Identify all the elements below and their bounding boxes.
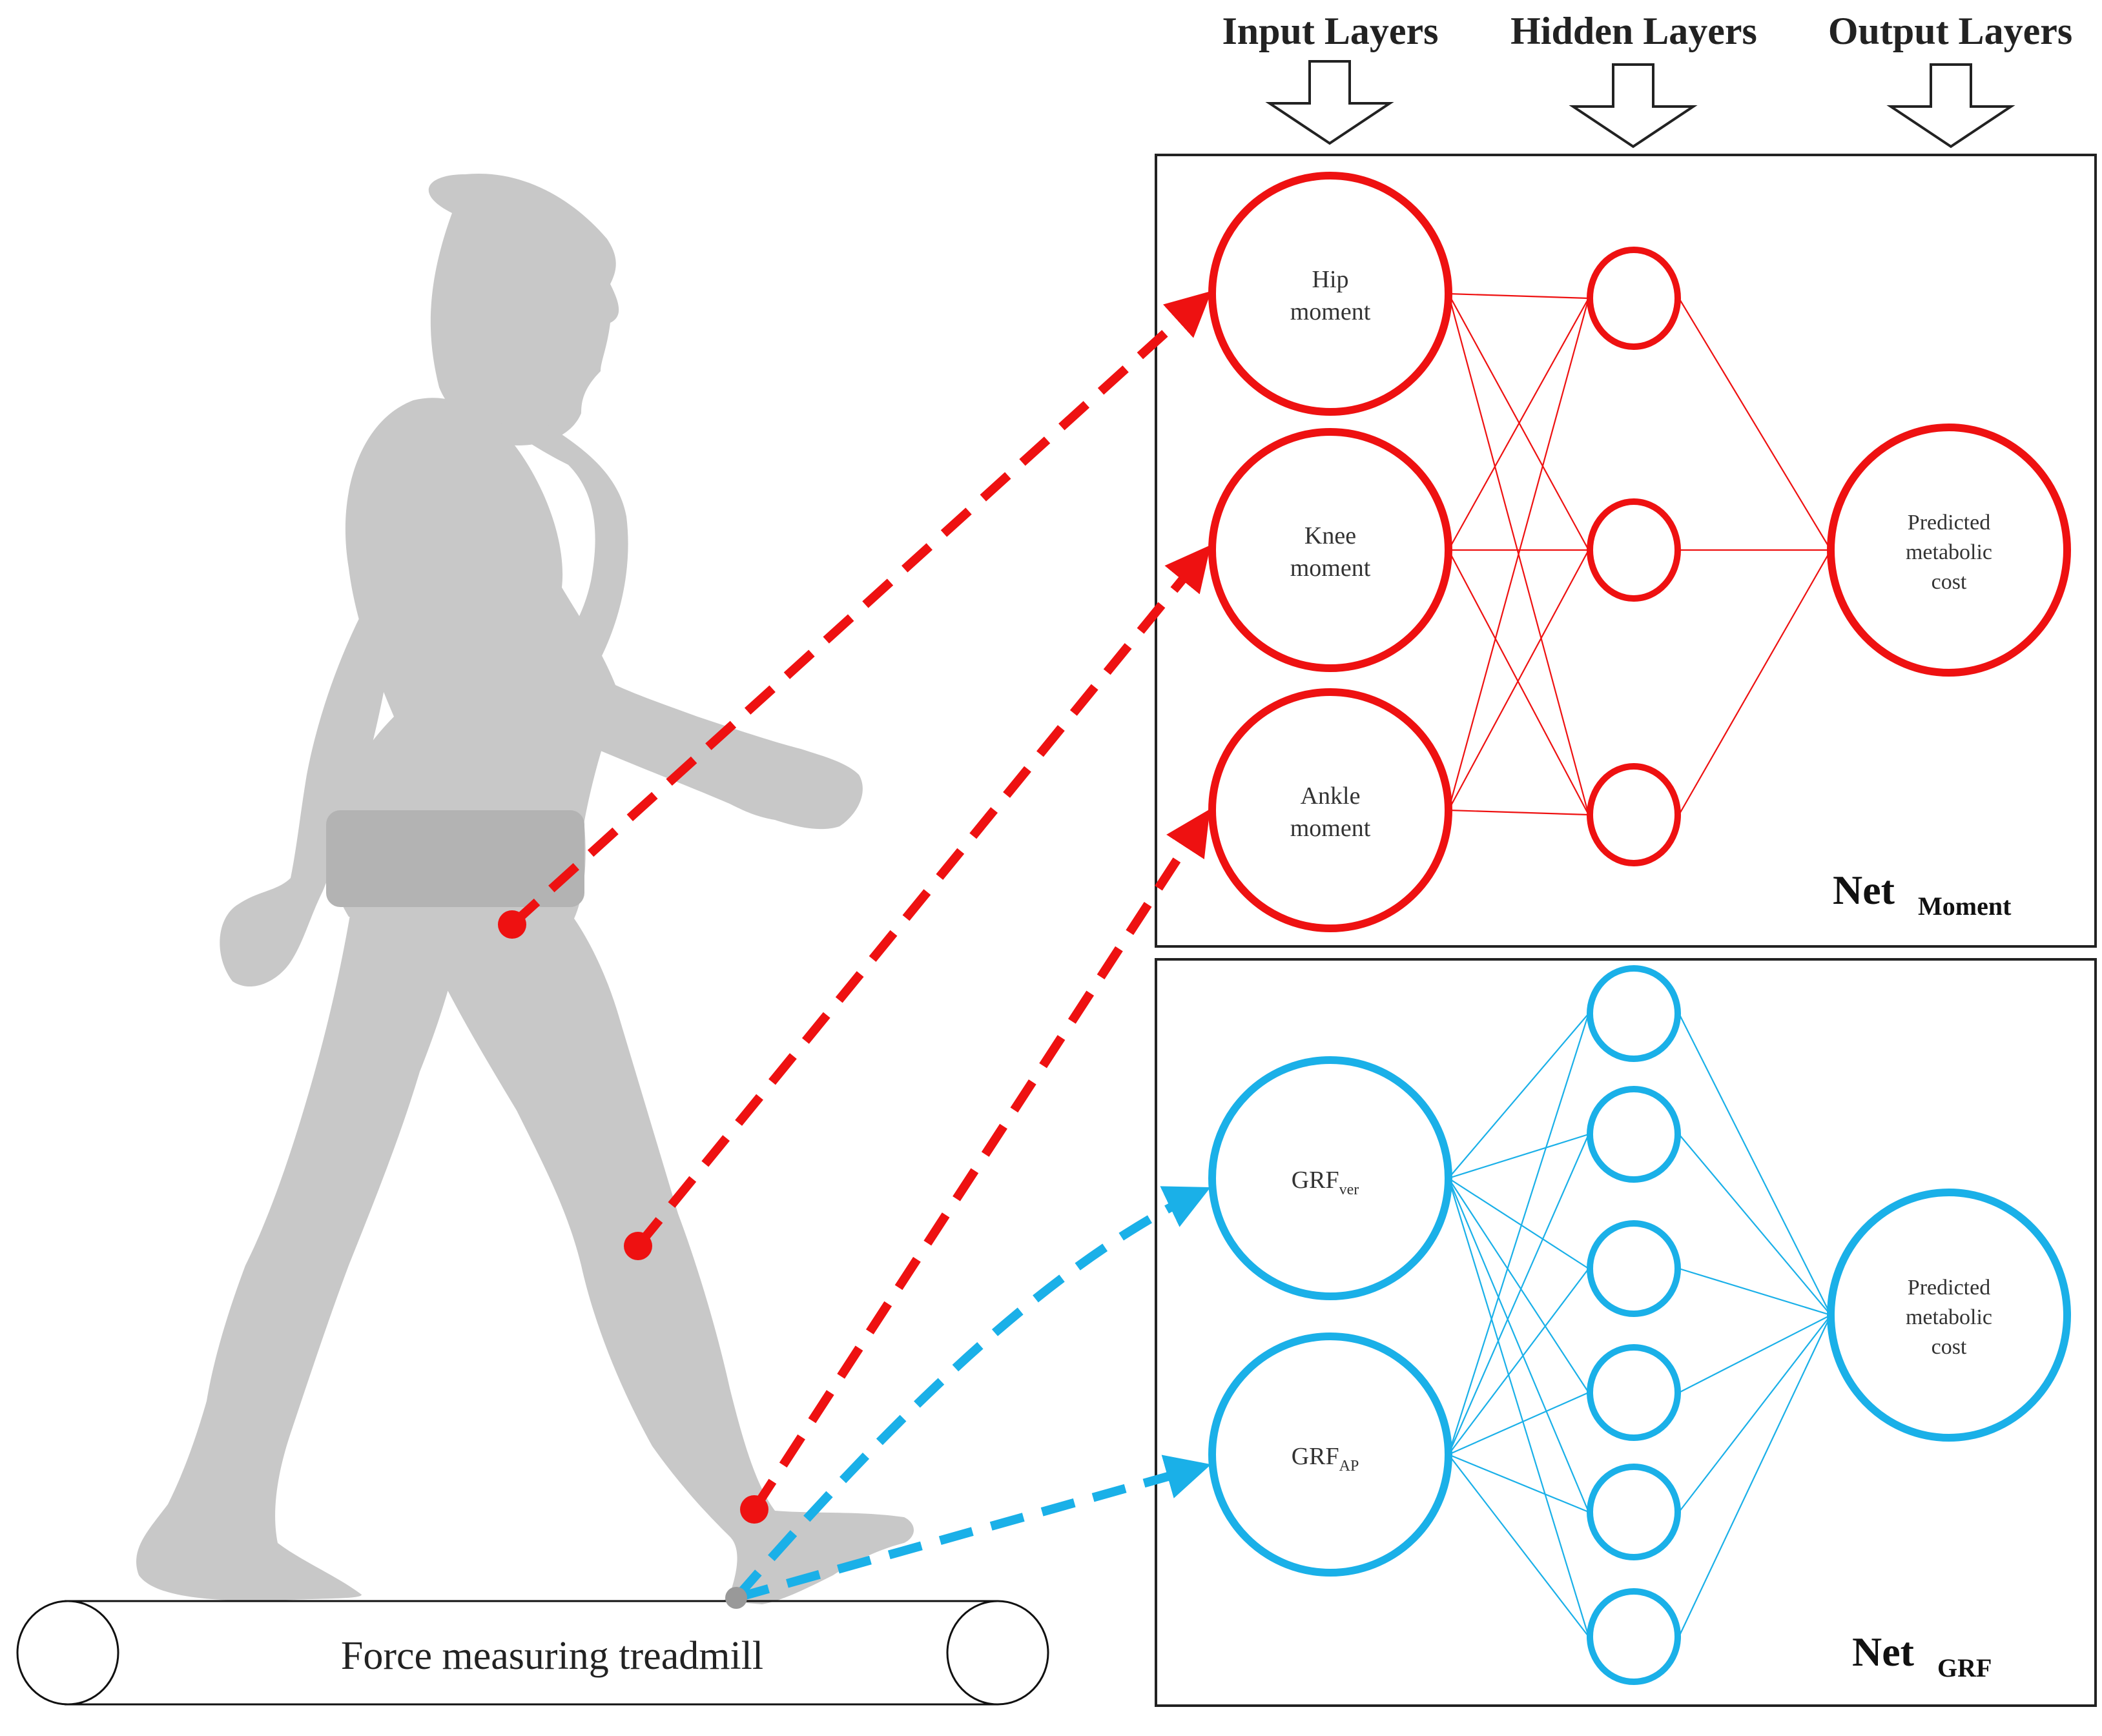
net-grf-input-node-ap: GRFAP: [1208, 1333, 1452, 1577]
net-grf-label: Net GRF: [1852, 1629, 1992, 1682]
svg-text:Moment: Moment: [1918, 892, 2012, 921]
svg-text:Ankle: Ankle: [1301, 782, 1361, 810]
ankle-to-ankle-moment-arrow: [750, 809, 1210, 1512]
ground-contact-marker: [725, 1587, 747, 1609]
svg-text:GRFver: GRFver: [1292, 1167, 1359, 1198]
treadmill-right-roller: [946, 1600, 1049, 1706]
svg-text:cost: cost: [1932, 570, 1967, 594]
output-layers-header: Output Layers: [1828, 10, 2072, 52]
net-moment-box: [1155, 154, 2097, 948]
svg-text:moment: moment: [1290, 815, 1371, 842]
net-grf-hidden-node: [1587, 1464, 1681, 1560]
net-grf-output-node: Predicted metabolic cost: [1827, 1189, 2071, 1442]
net-grf-hidden-node: [1587, 1220, 1681, 1317]
input-layers-header: Input Layers: [1222, 10, 1438, 52]
treadmill-label: Force measuring treadmill: [341, 1634, 763, 1678]
net-moment-input-node-ankle: Ankle moment: [1208, 688, 1452, 932]
svg-text:metabolic: metabolic: [1906, 1305, 1992, 1329]
net-moment-input-node-hip: Hip moment: [1208, 172, 1452, 416]
svg-text:GRF: GRF: [1937, 1653, 1992, 1682]
hidden-header-arrow: [1569, 63, 1698, 148]
force-measuring-treadmill: Force measuring treadmill: [16, 1600, 1049, 1706]
knee-joint-marker: [624, 1232, 652, 1260]
grf-ver-base: GRF: [1292, 1167, 1339, 1194]
net-moment-label: Net Moment: [1833, 867, 2012, 921]
svg-text:cost: cost: [1932, 1335, 1967, 1359]
svg-text:moment: moment: [1290, 555, 1371, 582]
net-moment-connections: [1447, 292, 1831, 816]
foot-to-grf-ver-arrow: [732, 1186, 1211, 1601]
svg-text:Predicted: Predicted: [1908, 1276, 1990, 1300]
hidden-layers-header: Hidden Layers: [1510, 10, 1757, 52]
net-grf-hidden-node: [1587, 1344, 1681, 1441]
svg-text:Knee: Knee: [1304, 522, 1356, 549]
net-grf-hidden-node: [1587, 1086, 1681, 1183]
net-grf-connections: [1447, 1013, 1831, 1637]
layer-headers: Input Layers Hidden Layers Output Layers: [1222, 10, 2072, 148]
grf-ap-base: GRF: [1292, 1443, 1339, 1470]
svg-text:Net: Net: [1852, 1629, 1915, 1675]
knee-to-knee-moment-arrow: [634, 545, 1211, 1249]
net-grf-input-node-ver: GRFver: [1208, 1056, 1452, 1300]
walking-person-silhouette: [136, 173, 914, 1604]
svg-text:metabolic: metabolic: [1906, 540, 1992, 564]
grf-ver-sub: ver: [1339, 1181, 1359, 1198]
net-moment-input-node-knee: Knee moment: [1208, 428, 1452, 672]
grf-ap-sub: AP: [1339, 1458, 1359, 1475]
net-grf-hidden-node: [1587, 1588, 1681, 1685]
net-moment-output-node: Predicted metabolic cost: [1827, 424, 2071, 677]
svg-text:moment: moment: [1290, 298, 1371, 325]
net-grf-hidden-node: [1587, 965, 1681, 1062]
net-grf-box: [1155, 958, 2097, 1707]
input-header-arrow: [1265, 60, 1394, 145]
svg-text:Hip: Hip: [1312, 266, 1349, 293]
hip-joint-marker: [498, 910, 526, 939]
net-moment-hidden-node: [1587, 498, 1681, 602]
output-header-arrow: [1886, 63, 2015, 148]
ankle-joint-marker: [740, 1495, 768, 1524]
net-moment-hidden-node: [1587, 247, 1681, 350]
foot-to-grf-ap-arrow: [735, 1455, 1211, 1602]
net-moment-hidden-node: [1587, 763, 1681, 866]
hip-belt: [326, 810, 584, 907]
joint-mapping-arrows: [509, 291, 1212, 1602]
treadmill-left-roller: [16, 1600, 119, 1706]
svg-text:Net: Net: [1833, 867, 1895, 913]
svg-text:GRFAP: GRFAP: [1292, 1443, 1359, 1475]
svg-text:Predicted: Predicted: [1908, 511, 1990, 535]
